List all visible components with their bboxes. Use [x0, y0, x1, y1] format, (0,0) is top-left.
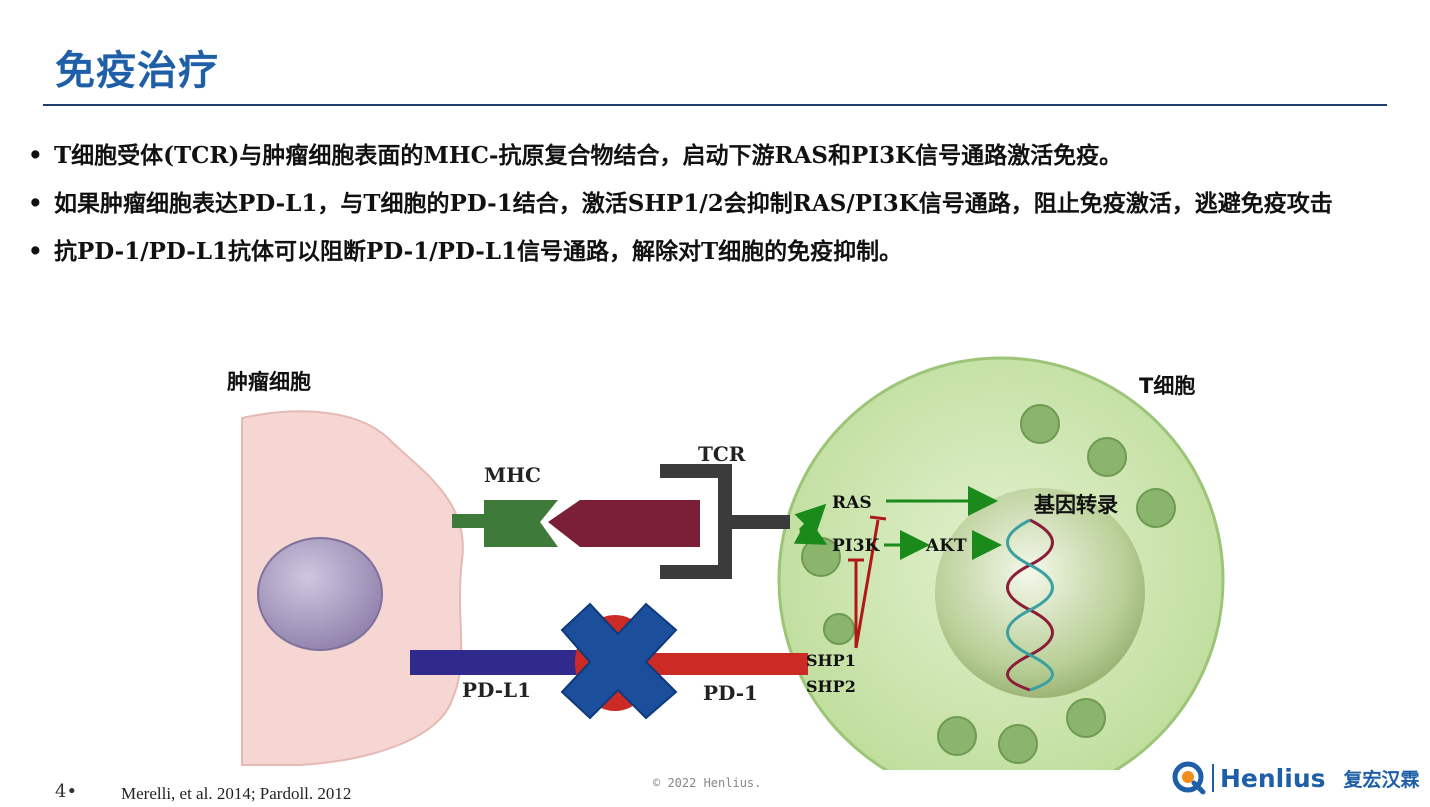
- bullet-text: T细胞受体(TCR)与肿瘤细胞表面的MHC-抗原复合物结合，启动下游RAS和PI…: [54, 142, 1123, 169]
- title-divider: [43, 104, 1387, 106]
- shp2-label: SHP2: [806, 677, 856, 696]
- antibody-block-x-icon: [560, 602, 678, 720]
- logo-text: Henlius: [1220, 763, 1326, 793]
- ras-label: RAS: [832, 493, 872, 513]
- bullet-item-pdl1: • 如果肿瘤细胞表达PD-L1，与T细胞的PD-1结合，激活SHP1/2会抑制R…: [28, 180, 1423, 228]
- slide-title: 免疫治疗: [55, 48, 219, 94]
- bullet-item-tcr: • T细胞受体(TCR)与肿瘤细胞表面的MHC-抗原复合物结合，启动下游RAS和…: [28, 132, 1423, 180]
- immune-pathway-diagram: 肿瘤细胞 T细胞 MHC TCR PD-L1 PD-1 RAS PI3K AKT…: [227, 356, 1225, 770]
- pd1-molecule: [645, 653, 808, 675]
- pdl1-label: PD-L1: [462, 678, 531, 702]
- tcr-label: TCR: [698, 442, 746, 466]
- mhc-label: MHC: [484, 463, 541, 487]
- page-number-value: 4: [55, 781, 67, 802]
- akt-label: AKT: [925, 536, 967, 556]
- t-cell-nucleus: [935, 488, 1145, 698]
- reference-citation: Merelli, et al. 2014; Pardoll. 2012: [121, 784, 352, 803]
- t-cell-granules: [801, 404, 1176, 764]
- pi3k-label: PI3K: [832, 536, 881, 556]
- mhc-stalk: [452, 514, 486, 528]
- page-number: 4•: [55, 781, 77, 802]
- gene-transcription-label: 基因转录: [1034, 493, 1118, 517]
- t-cell-label: T细胞: [1139, 374, 1195, 398]
- bullet-dot: •: [28, 142, 43, 169]
- bullet-list: • T细胞受体(TCR)与肿瘤细胞表面的MHC-抗原复合物结合，启动下游RAS和…: [28, 132, 1423, 276]
- bullet-item-antibody: • 抗PD-1/PD-L1抗体可以阻断PD-1/PD-L1信号通路，解除对T细胞…: [28, 228, 1423, 276]
- page-number-bullet: •: [66, 781, 78, 802]
- antigen-peptide: [548, 500, 700, 547]
- logo-separator: [1212, 764, 1214, 792]
- tcr-receptor: [660, 464, 790, 579]
- henlius-logo: Henlius 复宏汉霖: [1172, 760, 1420, 796]
- signal-arrows: [793, 486, 1002, 560]
- tumor-cell-label: 肿瘤细胞: [227, 370, 311, 394]
- bullet-text: 如果肿瘤细胞表达PD-L1，与T细胞的PD-1结合，激活SHP1/2会抑制RAS…: [54, 190, 1333, 217]
- copyright-notice: © 2022 Henlius.: [653, 776, 762, 790]
- mhc-molecule: [484, 500, 558, 547]
- bullet-dot: •: [28, 238, 43, 265]
- henlius-logo-icon: [1172, 761, 1206, 795]
- bullet-text: 抗PD-1/PD-L1抗体可以阻断PD-1/PD-L1信号通路，解除对T细胞的免…: [54, 238, 903, 265]
- inhibition-lines: [848, 515, 887, 649]
- bullet-dot: •: [28, 190, 43, 217]
- pdl1-molecule: [410, 650, 585, 675]
- tumor-cell-nucleus: [257, 537, 383, 651]
- logo-text-cn: 复宏汉霖: [1343, 768, 1420, 791]
- dna-helix: [1006, 518, 1054, 692]
- shp1-label: SHP1: [806, 651, 856, 670]
- pd1-label: PD-1: [703, 681, 758, 705]
